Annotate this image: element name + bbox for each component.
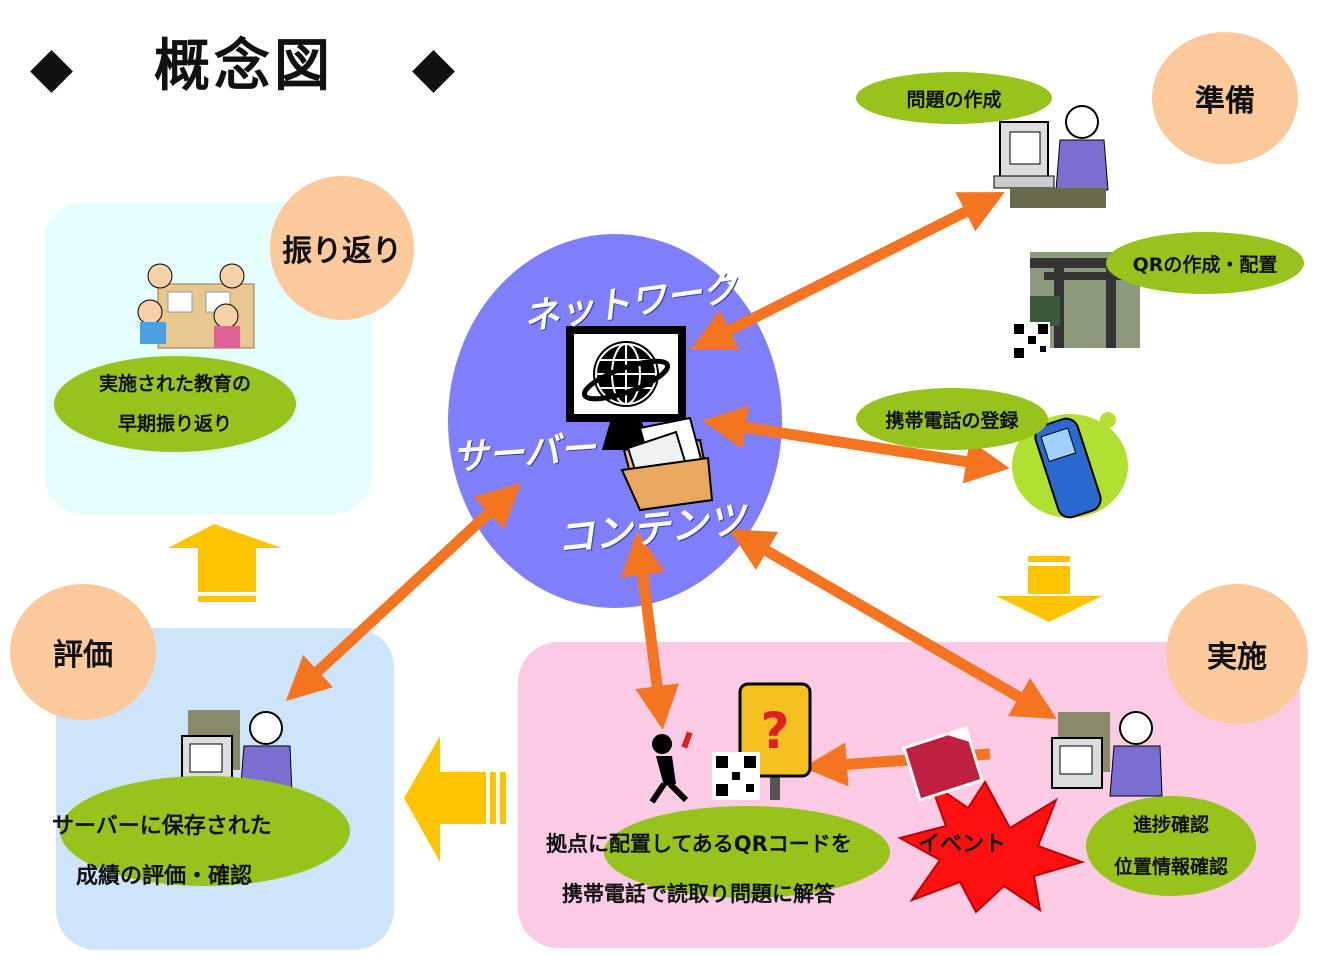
mobile-phone-icon (1012, 412, 1128, 519)
implement-line-2: 携帯電話で読取り問題に解答 (562, 882, 835, 906)
arrow-to-phone (702, 405, 1010, 484)
evaluate-line-1: サーバーに保存された (52, 814, 272, 839)
arrow-to-progress (728, 528, 1058, 720)
task-make-qr: QRの作成・配置 (1106, 232, 1304, 294)
children-icon (137, 263, 255, 349)
qr-code-icon-sign (712, 752, 760, 800)
arrow-to-prep (690, 192, 1005, 350)
computer-user-icon-progress (1051, 711, 1163, 797)
progress-line-1: 進捗確認 (1132, 814, 1209, 836)
svg-text:?: ? (760, 702, 789, 760)
stage-circle-evaluate: 評価 (10, 584, 156, 720)
task-review: 実施された教育の 早期振り返り (54, 356, 296, 452)
task-progress: 進捗確認 位置情報確認 (1086, 796, 1256, 896)
flow-arrow-left (404, 736, 506, 862)
stage-circle-implement: 実施 (1166, 584, 1308, 724)
task-implement (604, 806, 890, 898)
flow-arrow-up (168, 524, 282, 602)
qr-code-icon-prep (1012, 322, 1050, 360)
computer-user-icon-prep (993, 105, 1109, 208)
stage-circle-review: 振り返り (270, 176, 414, 320)
event-burst-icon (897, 779, 1086, 914)
task-make-questions: 問題の作成 (856, 72, 1052, 124)
running-person-icon (649, 731, 693, 804)
task-register-phone: 携帯電話の登録 (856, 388, 1048, 450)
event-label: イベント (918, 832, 1007, 857)
progress-line-2: 位置情報確認 (1113, 856, 1228, 878)
review-line-2: 早期振り返り (117, 413, 232, 435)
page-title: 概念図 (154, 34, 334, 99)
arrow-to-evaluate (285, 483, 522, 701)
folder-icon (620, 416, 714, 512)
arrow-to-implement-user (620, 531, 680, 730)
implement-line-1: 拠点に配置してあるQRコードを (546, 832, 852, 856)
envelope-icon (902, 726, 984, 802)
stage-circle-prep: 準備 (1152, 32, 1298, 164)
flow-arrow-down (996, 556, 1102, 622)
center-server-label: サーバー (450, 428, 598, 479)
title-diamond-left: ◆ (30, 35, 74, 100)
review-line-1: 実施された教育の (98, 373, 251, 395)
network-monitor-icon (566, 326, 686, 450)
evaluate-line-2: 成績の評価・確認 (76, 864, 253, 889)
task-evaluate (60, 776, 350, 886)
title-diamond-right: ◆ (412, 35, 456, 100)
